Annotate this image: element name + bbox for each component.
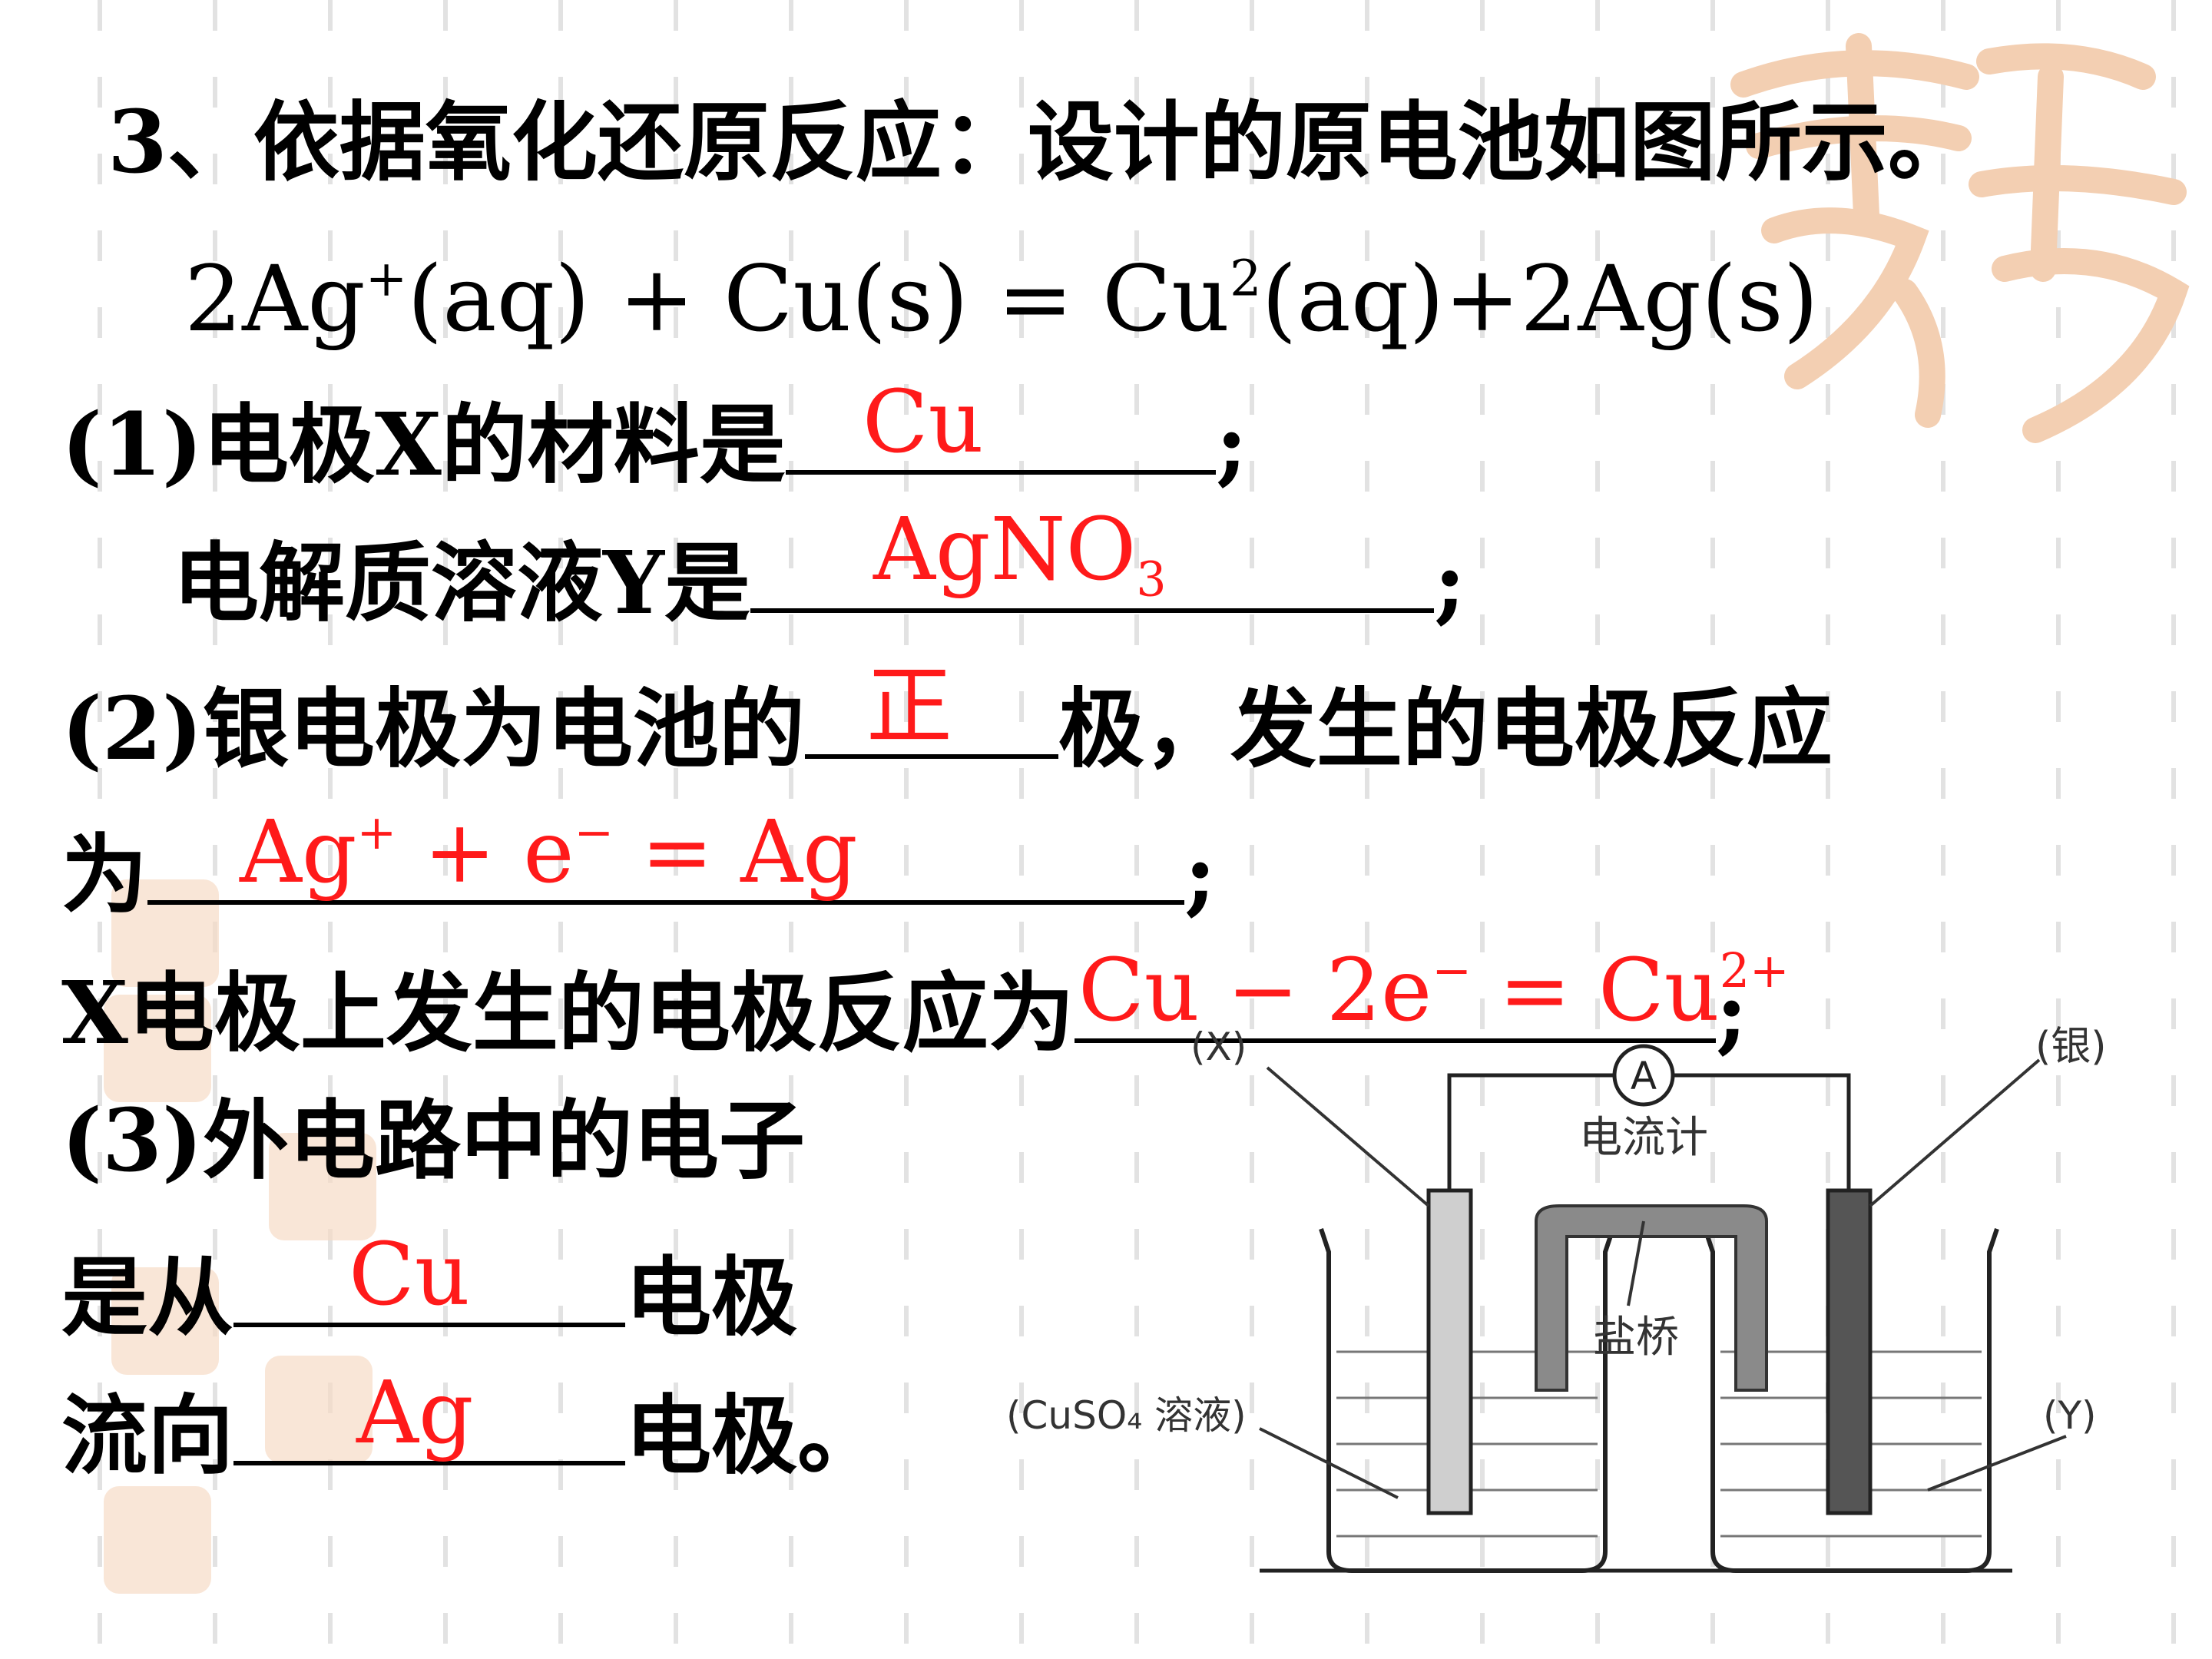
title-text: 3、依据氧化还原反应：设计的原电池如图所示。 <box>108 92 1974 193</box>
question-text: (1)电极X的材料是 <box>61 395 786 495</box>
question-text: (2)银电极为电池的 <box>61 679 805 780</box>
decorative-seal-small <box>269 1133 376 1240</box>
question-3-line-1: (3)外电路中的电子 <box>61 1098 805 1184</box>
galvanic-cell-diagram: A 电流计 盐桥 (X) (银) (CuSO₄ 溶液) (Y) <box>1006 1024 2107 1573</box>
answer-text: Ag <box>240 803 357 902</box>
equation-part: (aq)+2Ag(s) <box>1261 246 1819 352</box>
punctuation: ; <box>1184 825 1217 926</box>
answer-blank: Ag <box>233 1370 625 1465</box>
answer-blank: Cu <box>785 379 1216 475</box>
right-beaker <box>1703 1228 1999 1573</box>
galvanometer-label: 电流计 <box>1579 1113 1708 1163</box>
answer-superscript: − <box>1432 942 1472 998</box>
external-wire <box>1447 1073 1613 1190</box>
question-text: 是从 <box>61 1247 233 1348</box>
answer-blank: 正 <box>804 664 1058 759</box>
label-y: (Y) <box>2043 1393 2097 1438</box>
salt-bridge <box>1535 1204 1768 1392</box>
answer-text: 正 <box>866 657 952 757</box>
question-text: X电极上发生的电极反应为 <box>61 963 1075 1064</box>
question-2-line-1: (2)银电极为电池的正极，发生的电极反应 <box>61 664 1833 773</box>
punctuation: ; <box>1215 395 1248 495</box>
equation-charge: 2 <box>1230 250 1262 308</box>
answer-blank: Cu <box>233 1232 625 1327</box>
label-cuso4: (CuSO₄ 溶液) <box>1006 1393 1247 1438</box>
equation-part: (aq) + Cu(s) = Cu <box>407 246 1230 352</box>
label-x: (X) <box>1190 1025 1247 1069</box>
salt-bridge-label: 盐桥 <box>1593 1313 1679 1363</box>
answer-text: Cu <box>862 373 984 472</box>
label-silver: (银) <box>2035 1024 2107 1070</box>
electrode-x <box>1426 1188 1473 1515</box>
equation-charge: + <box>365 250 408 308</box>
decorative-seal-small <box>104 1486 211 1594</box>
decorative-seal-small <box>265 1356 373 1463</box>
question-text: 为 <box>61 825 147 926</box>
equation-part: 2Ag <box>184 246 366 352</box>
question-text: 电解质溶液Y是 <box>173 533 750 634</box>
question-title: 3、依据氧化还原反应：设计的原电池如图所示。 <box>108 100 1974 186</box>
answer-text: Cu <box>349 1225 470 1325</box>
answer-blank: Cu − 2e− = Cu2+ <box>1074 947 1790 1043</box>
question-text: 极，发生的电极反应 <box>1058 679 1833 780</box>
question-text: 电极 <box>625 1247 797 1348</box>
decorative-seal-small <box>111 1267 219 1375</box>
decorative-seal-small <box>104 995 211 1102</box>
answer-superscript: + <box>356 804 397 860</box>
question-text: 电极。 <box>625 1386 883 1486</box>
answer-superscript: 2+ <box>1719 942 1790 998</box>
answer-text: = Cu <box>1471 941 1720 1041</box>
decorative-seal-small <box>111 879 219 987</box>
ammeter-icon <box>1612 1044 1675 1107</box>
answer-superscript: − <box>574 804 614 860</box>
answer-text: AgNO <box>873 499 1137 600</box>
question-text: (3)外电路中的电子 <box>61 1091 805 1191</box>
punctuation: ; <box>1715 963 1748 1064</box>
decorative-seal-large <box>1730 33 2190 443</box>
ammeter-label: A <box>1631 1054 1657 1098</box>
answer-text: Ag <box>356 1363 474 1463</box>
answer-subscript: 3 <box>1136 551 1167 608</box>
reaction-equation: 2Ag+(aq) + Cu(s) = Cu2(aq)+2Ag(s) <box>184 253 1819 344</box>
external-wire <box>1674 1073 1851 1190</box>
electrode-silver <box>1826 1188 1873 1515</box>
answer-text: Cu − 2e <box>1078 941 1432 1041</box>
answer-text: + e <box>396 803 575 902</box>
question-text: 流向 <box>61 1386 233 1486</box>
punctuation: ; <box>1433 533 1466 634</box>
answer-blank: Ag+ + e− = Ag <box>147 809 1184 905</box>
answer-blank: AgNO3 <box>750 507 1434 613</box>
left-beaker <box>1319 1228 1615 1573</box>
answer-text: = Ag <box>614 803 858 902</box>
